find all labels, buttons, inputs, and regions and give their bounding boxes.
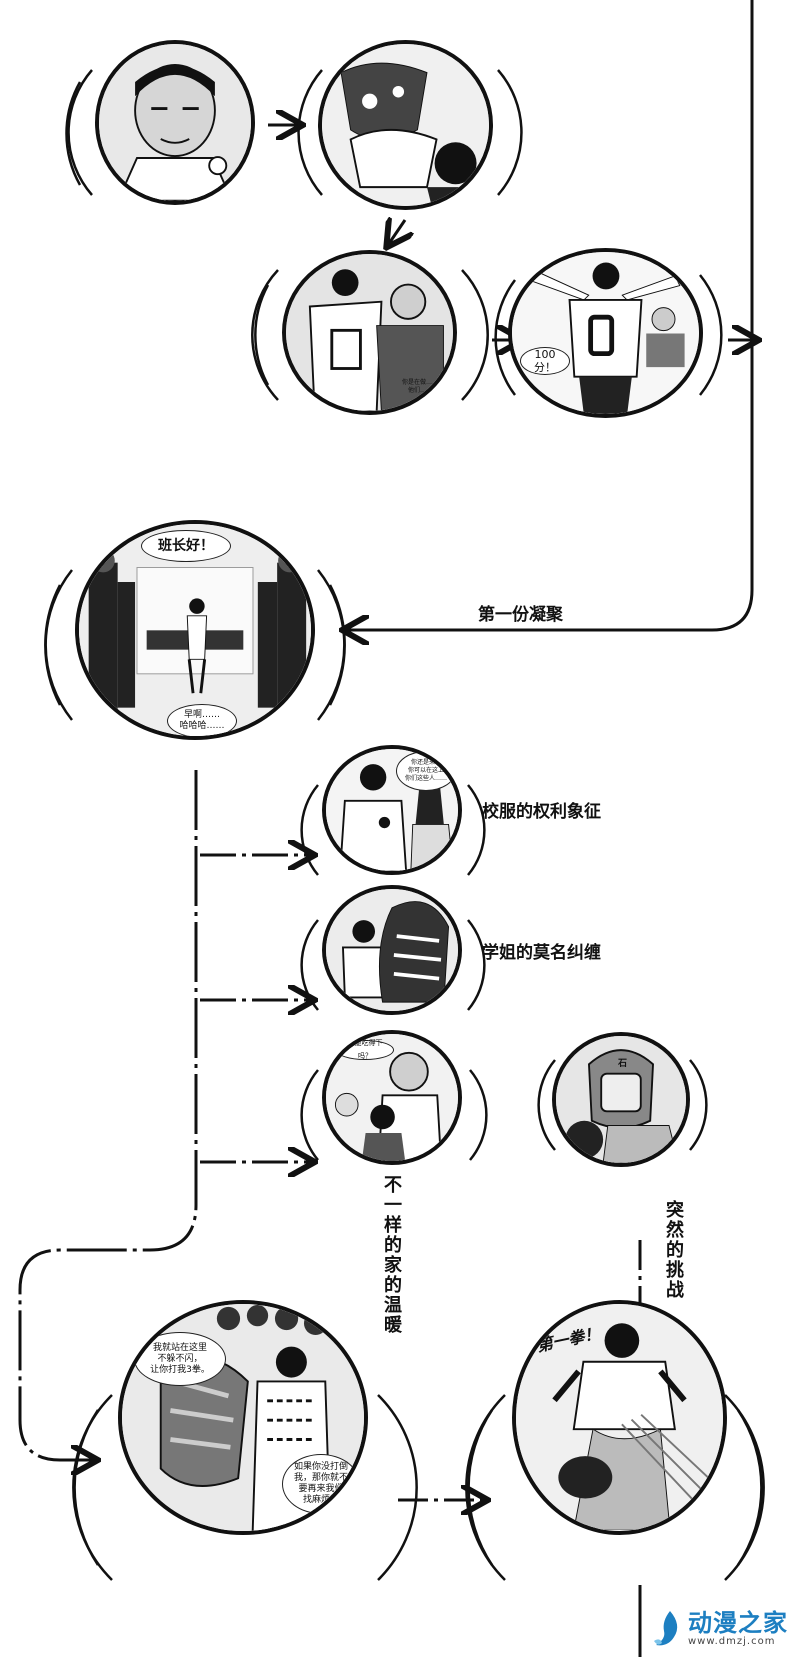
speech-bubble-morning: 早啊…… 哈哈哈…… — [167, 704, 237, 736]
speech-bubble-faint-3: 你还是来帮 你可以在这上 你们这些人…… — [396, 751, 456, 791]
helmet-mark: 石 — [618, 1059, 628, 1069]
speech-bubble-faint-2: 还能吃得下吗？ — [336, 1039, 394, 1060]
manga-art-icon — [286, 254, 453, 411]
manga-art-icon — [512, 252, 699, 414]
manga-art-icon — [322, 44, 489, 206]
site-logo: 动漫之家 www.dmzj.com — [652, 1610, 788, 1647]
speech-bubble-if-not-hit: 如果你没打倒 我，那你就不 要再来我们 找麻烦了 — [282, 1454, 360, 1514]
logo-url: www.dmzj.com — [688, 1636, 776, 1647]
panel-senior — [322, 885, 462, 1015]
panel-grab: 你是在做…… 他们…… — [282, 250, 457, 415]
manga-art-icon — [516, 1304, 723, 1531]
caption-senior-pester: 学姐的莫名纠缠 — [482, 943, 601, 963]
manga-art-icon — [79, 524, 311, 736]
logo-name: 动漫之家 — [688, 1609, 788, 1637]
motion-arcs — [44, 69, 765, 1581]
caption-uniform-power: 校服的权利象征 — [482, 802, 601, 822]
caption-first-bond: 第一份凝聚 — [478, 605, 563, 625]
caption-sudden-challenge: 突然的挑战 — [663, 1200, 684, 1300]
panel-home: 还能吃得下吗？ — [322, 1030, 462, 1165]
speech-bubble-score: 100分！ — [520, 347, 570, 375]
speech-bubble-greeting: 班长好！ — [141, 530, 231, 562]
manga-art-icon — [99, 44, 251, 201]
panel-first-bond: 班长好！ 早啊…… 哈哈哈…… — [75, 520, 315, 740]
panel-score: 100分！ — [508, 248, 703, 418]
caption-home-warmth: 不一样的家的温暖 — [381, 1175, 402, 1335]
manga-art-icon — [326, 889, 458, 1011]
panel-challenge: 我就站在这里 不躲不闪， 让你打我3拳。 如果你没打倒 我，那你就不 要再来我们… — [118, 1300, 368, 1535]
speech-bubble-stand-here: 我就站在这里 不躲不闪， 让你打我3拳。 — [134, 1332, 226, 1386]
arrow-diag — [388, 220, 405, 245]
speech-bubble-faint-1: 你是在做…… 他们…… — [401, 379, 438, 394]
panel-punch: 第一拳！ — [512, 1300, 727, 1535]
panel-uniform: 你还是来帮 你可以在这上 你们这些人…… — [322, 745, 462, 875]
manga-art-icon — [326, 1034, 458, 1161]
panel-class-leader-face — [95, 40, 255, 205]
panel-hug — [318, 40, 493, 210]
manga-art-icon — [556, 1036, 686, 1163]
logo-mark-icon — [654, 1611, 678, 1646]
flow-line-spine — [18, 770, 198, 1460]
flow-line-main — [345, 0, 754, 630]
panel-helmet: 石 — [552, 1032, 690, 1167]
